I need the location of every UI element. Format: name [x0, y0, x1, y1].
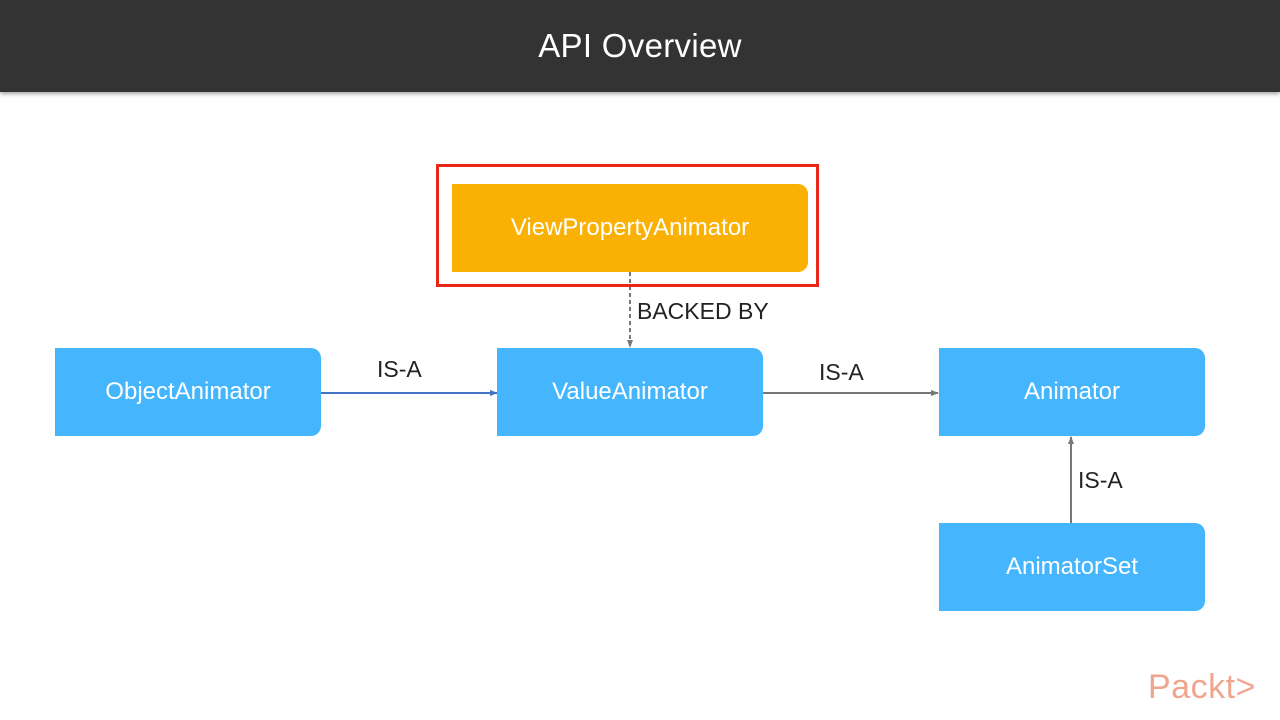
page-title: API Overview — [538, 27, 742, 64]
edge-label-set-to-animator: IS-A — [1078, 467, 1123, 493]
packt-logo: Packt> — [1148, 668, 1256, 706]
node-animator-set: AnimatorSet — [939, 523, 1205, 611]
node-label: Animator — [1023, 378, 1121, 405]
node-label: AnimatorSet — [1005, 553, 1139, 580]
node-label: ObjectAnimator — [105, 378, 271, 405]
node-value-animator: ValueAnimator — [497, 348, 763, 436]
node-animator: Animator — [939, 348, 1205, 436]
slide-header: API Overview — [0, 0, 1280, 92]
edge-label-backed-by: BACKED BY — [637, 298, 769, 324]
highlight-box — [436, 164, 819, 287]
node-view-property-animator: ViewPropertyAnimator — [452, 184, 808, 272]
node-object-animator: ObjectAnimator — [55, 348, 321, 436]
node-label: ViewPropertyAnimator — [510, 214, 750, 241]
edge-label-value-to-animator: IS-A — [819, 359, 864, 385]
node-label: ValueAnimator — [552, 378, 708, 405]
edge-label-object-to-value: IS-A — [377, 356, 422, 382]
